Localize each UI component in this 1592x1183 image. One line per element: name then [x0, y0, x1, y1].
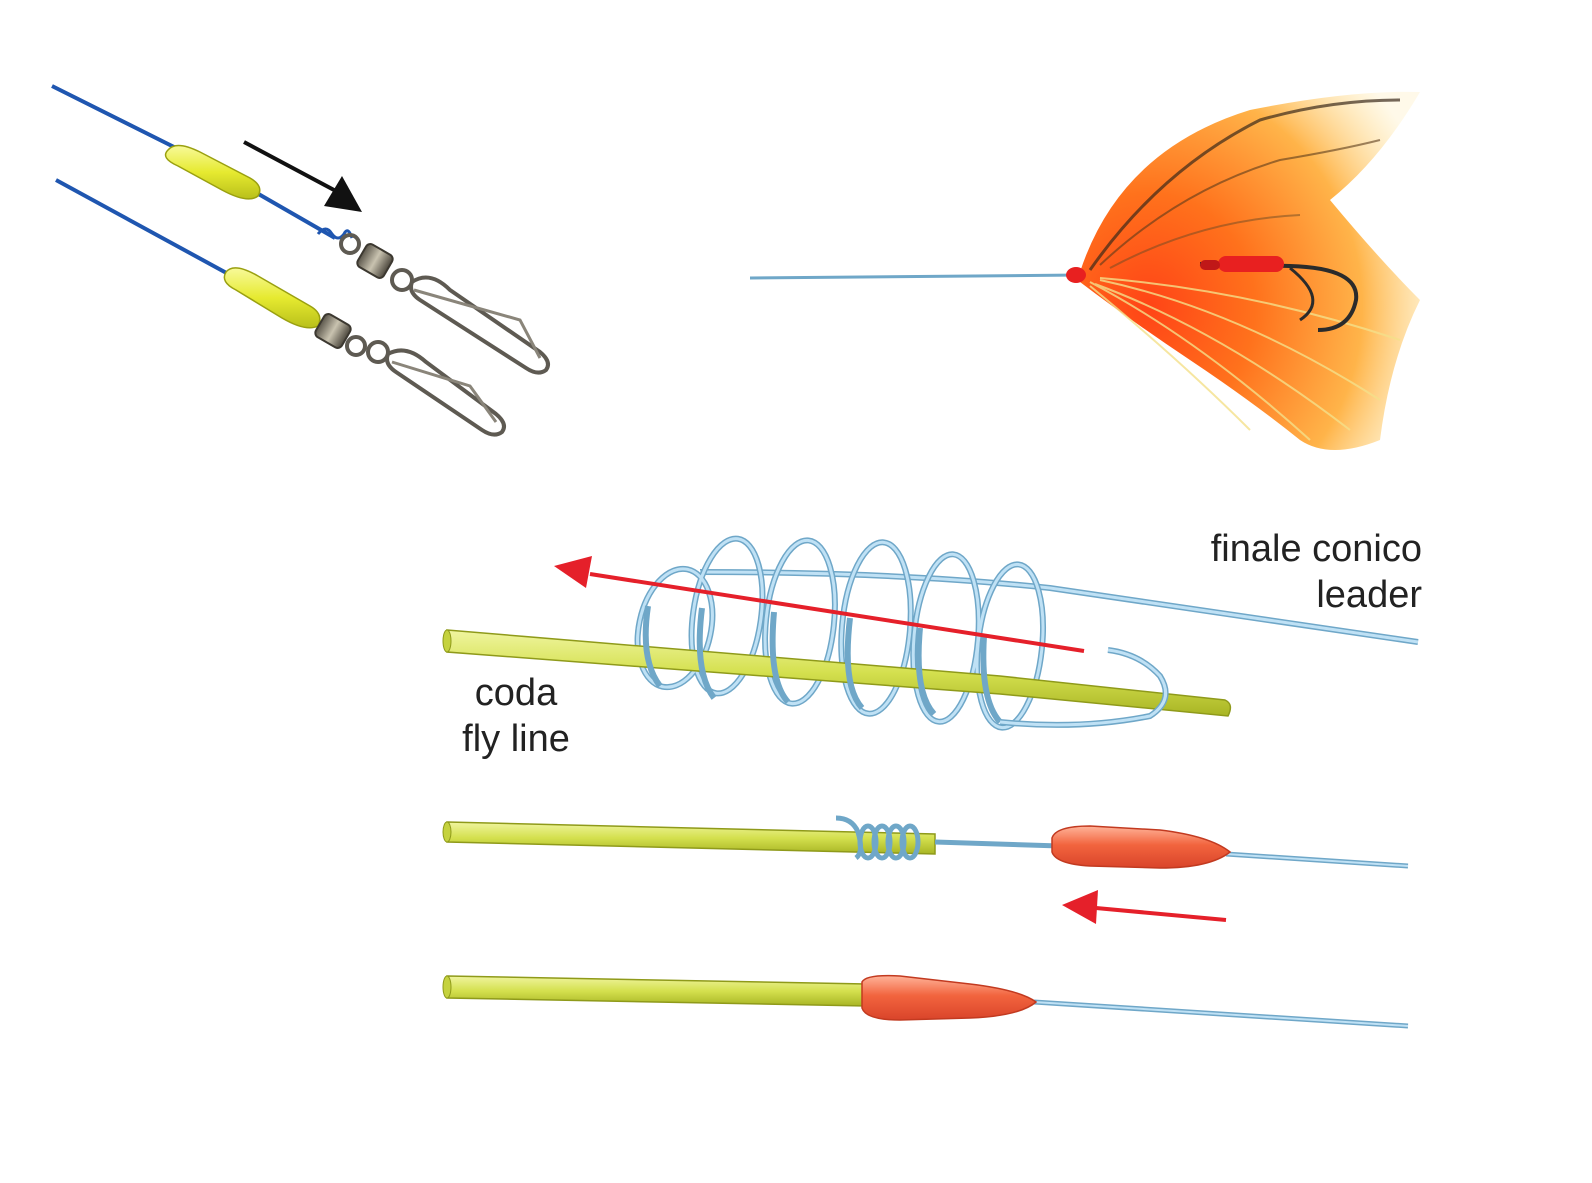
tied-knot-illustration: [442, 815, 1409, 924]
direction-arrow-icon: [554, 556, 1085, 653]
yellow-sleeve-upper: [164, 144, 261, 200]
nail-knot-illustration: [442, 535, 1419, 731]
swivel-snap-illustration: [51, 84, 550, 437]
direction-arrow-icon: [243, 140, 362, 212]
swivel-snap-icon: [339, 233, 550, 375]
yellow-sleeve-lower: [223, 267, 321, 329]
direction-arrow-icon: [1062, 890, 1227, 924]
finished-connection-illustration: [442, 974, 1409, 1029]
fly-line-upper: [446, 629, 1232, 717]
leader-label-english: leader: [1316, 574, 1422, 616]
orange-sleeve-upper: [1051, 825, 1232, 869]
orange-sleeve-lower: [861, 974, 1038, 1021]
salmon-fly-icon: [749, 91, 1420, 451]
flyline-label-italian: coda: [474, 672, 558, 714]
flyline-label-english: fly line: [462, 718, 570, 760]
swivel-snap-icon: [314, 313, 506, 437]
leader-label-italian: finale conico: [1210, 528, 1422, 570]
